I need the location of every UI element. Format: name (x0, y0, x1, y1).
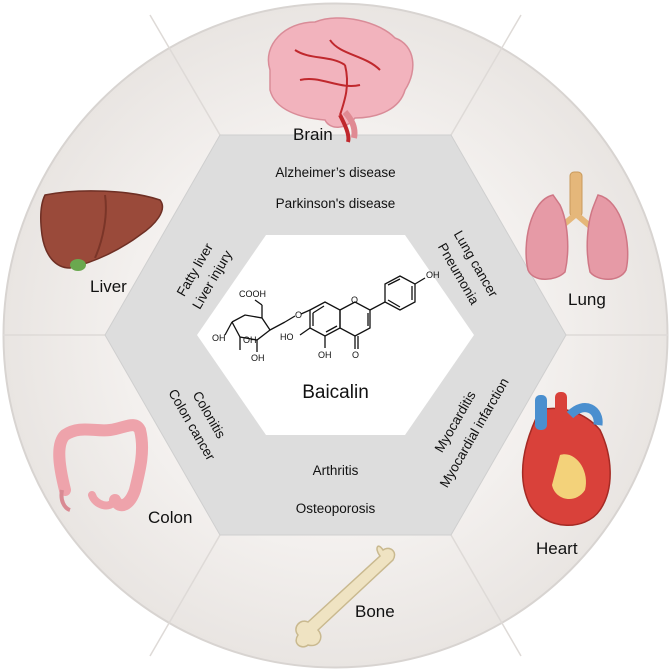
baicalin-labels: COOH OH OH OH HO OH O O O OH (212, 270, 440, 363)
disease-bone-2: Osteoporosis (296, 501, 376, 516)
lung-illustration (525, 171, 629, 280)
disease-brain-1: Alzheimer’s disease (275, 165, 395, 180)
chem-o-ring: O (351, 295, 358, 305)
sector-dividers (3, 14, 668, 657)
organ-label-lung: Lung (568, 290, 606, 309)
colon-illustration (53, 419, 149, 512)
baicalin-structure (224, 275, 426, 352)
chem-oh-3: OH (251, 353, 265, 363)
chem-oh-2: OH (212, 333, 226, 343)
chem-oh-b: OH (426, 270, 440, 280)
organ-label-heart: Heart (536, 539, 578, 558)
disease-bone-1: Arthritis (313, 463, 359, 478)
chem-cooh: COOH (239, 289, 266, 299)
organ-label-brain: Brain (293, 125, 333, 144)
chem-o-link: O (295, 310, 302, 320)
brain-illustration (267, 17, 414, 143)
organ-label-colon: Colon (148, 508, 192, 527)
organ-label-liver: Liver (90, 277, 127, 296)
disease-brain-2: Parkinson's disease (276, 196, 396, 211)
heart-illustration (521, 392, 611, 526)
chem-ho: HO (280, 332, 294, 342)
chem-o-carbonyl: O (352, 350, 359, 360)
chem-oh-4: OH (318, 350, 332, 360)
center-compound-name: Baicalin (302, 382, 369, 403)
bone-illustration (295, 545, 396, 648)
appendix-shape (59, 489, 71, 512)
chem-oh-1: OH (243, 335, 257, 345)
center-hexagon (197, 235, 474, 435)
organ-label-bone: Bone (355, 602, 395, 621)
liver-illustration (40, 190, 164, 271)
